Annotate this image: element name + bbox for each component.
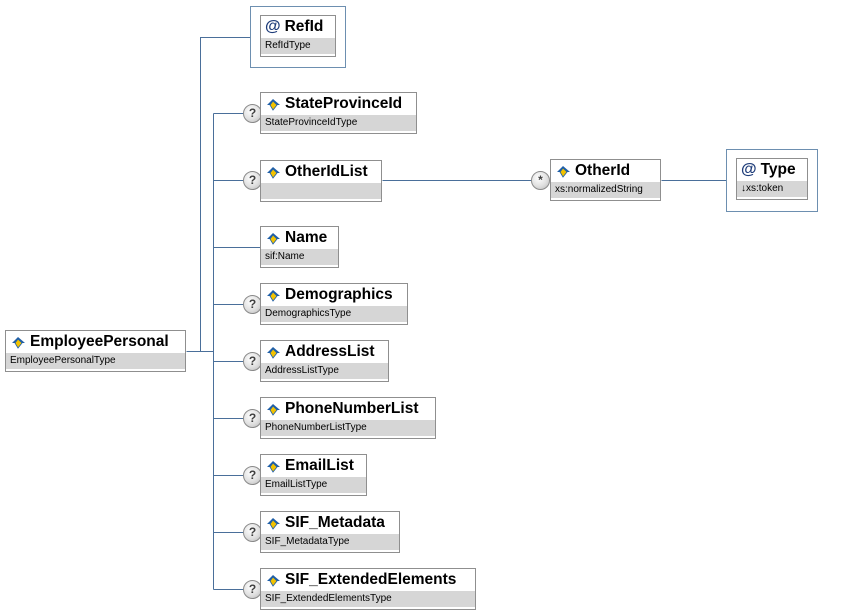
element-type: xs:normalizedString [551, 182, 660, 198]
element-name: StateProvinceId [285, 95, 403, 112]
element-phonenumberlist[interactable]: PhoneNumberList PhoneNumberListType [260, 397, 436, 439]
occurrence-marker: * [531, 171, 550, 190]
element-name: SIF_Metadata [285, 514, 385, 531]
diamond-icon [12, 336, 25, 349]
element-name[interactable]: Name sif:Name [260, 226, 339, 268]
element-name: SIF_ExtendedElements [285, 571, 457, 588]
attribute-name: Type [760, 161, 796, 178]
element-stateprovinceid[interactable]: StateProvinceId StateProvinceIdType [260, 92, 417, 134]
optional-marker: ? [243, 523, 262, 542]
element-type: sif:Name [261, 249, 338, 265]
element-sif-extendedelements[interactable]: SIF_ExtendedElements SIF_ExtendedElement… [260, 568, 476, 610]
optional-marker: ? [243, 104, 262, 123]
attribute-type: RefIdType [261, 38, 335, 54]
diamond-icon [267, 232, 280, 245]
diamond-icon [557, 165, 570, 178]
element-demographics[interactable]: Demographics DemographicsType [260, 283, 408, 325]
element-type: EmailListType [261, 477, 366, 493]
root-element-employeepersonal[interactable]: EmployeePersonal EmployeePersonalType [5, 330, 186, 372]
element-type: StateProvinceIdType [261, 115, 416, 131]
attribute-name: RefId [284, 18, 324, 35]
element-sif-metadata[interactable]: SIF_Metadata SIF_MetadataType [260, 511, 400, 553]
element-type: SIF_ExtendedElementsType [261, 591, 475, 607]
attributes-frame-refid: @ RefId RefIdType [250, 6, 346, 68]
element-type: PhoneNumberListType [261, 420, 435, 436]
element-type [261, 183, 381, 199]
element-type: SIF_MetadataType [261, 534, 399, 550]
diamond-icon [267, 98, 280, 111]
element-type: DemographicsType [261, 306, 407, 322]
diamond-icon [267, 574, 280, 587]
attribute-refid[interactable]: @ RefId RefIdType [260, 15, 336, 57]
diamond-icon [267, 166, 280, 179]
element-name: Demographics [285, 286, 393, 303]
attribute-type-label: ↓xs:token [737, 181, 807, 197]
attributes-frame-type: @ Type ↓xs:token [726, 149, 818, 212]
diamond-icon [267, 460, 280, 473]
element-otherid[interactable]: OtherId xs:normalizedString [550, 159, 661, 201]
element-name: EmployeePersonal [30, 333, 169, 350]
element-type: AddressListType [261, 363, 388, 379]
optional-marker: ? [243, 171, 262, 190]
diamond-icon [267, 403, 280, 416]
element-name: EmailList [285, 457, 354, 474]
element-emaillist[interactable]: EmailList EmailListType [260, 454, 367, 496]
element-addresslist[interactable]: AddressList AddressListType [260, 340, 389, 382]
element-otheridlist[interactable]: OtherIdList [260, 160, 382, 202]
diamond-icon [267, 289, 280, 302]
attribute-type[interactable]: @ Type ↓xs:token [736, 158, 808, 200]
diamond-icon [267, 346, 280, 359]
element-name: AddressList [285, 343, 375, 360]
element-name: OtherIdList [285, 163, 368, 180]
diamond-icon [267, 517, 280, 530]
element-name: PhoneNumberList [285, 400, 419, 417]
element-type: EmployeePersonalType [6, 353, 185, 369]
element-name: Name [285, 229, 328, 246]
attribute-icon: @ [741, 161, 757, 178]
optional-marker: ? [243, 580, 262, 599]
optional-marker: ? [243, 466, 262, 485]
element-name: OtherId [575, 162, 631, 179]
attribute-icon: @ [265, 18, 281, 35]
